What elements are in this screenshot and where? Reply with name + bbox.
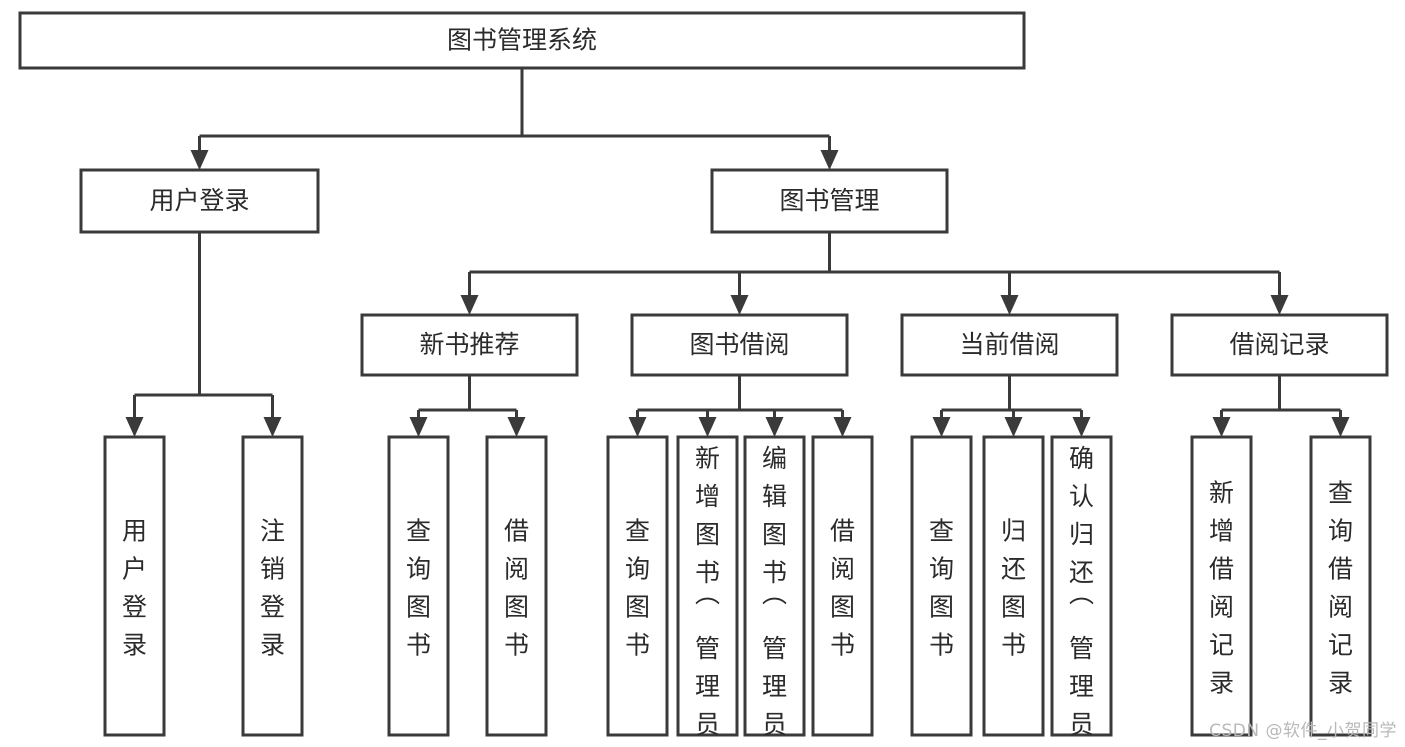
arrow-head-icon-leaf-borrow-book-recommend <box>507 417 526 437</box>
node-label-leaf-borrow-book-recommend: 借阅图书 <box>504 517 529 660</box>
node-leaf-borrow-book[interactable]: 借阅图书 <box>811 435 874 737</box>
csdn-watermark: CSDN @软件_小贺同学 <box>1209 721 1397 741</box>
node-leaf-add-borrow-record[interactable]: 新增借阅记录 <box>1190 435 1253 737</box>
arrow-head-icon-book-borrow <box>730 295 749 315</box>
arrow-head-icon-leaf-add-book-admin <box>698 417 717 437</box>
node-label-user-login: 用户登录 <box>149 186 249 215</box>
node-box-leaf-query-book-current <box>910 435 973 737</box>
node-label-leaf-return-book: 归还图书 <box>1001 517 1026 660</box>
node-borrow-records[interactable]: 借阅记录 <box>1170 313 1389 377</box>
node-label-new-book-recommend: 新书推荐 <box>419 330 519 359</box>
arrow-head-icon-current-borrow <box>1000 295 1019 315</box>
arrow-head-icon-leaf-user-logout <box>263 417 282 437</box>
arrow-head-icon-leaf-confirm-return-admin <box>1072 417 1091 437</box>
arrow-head-icon-leaf-add-borrow-record <box>1212 417 1231 437</box>
arrow-head-icon-leaf-return-book <box>1004 417 1023 437</box>
node-leaf-borrow-book-recommend[interactable]: 借阅图书 <box>485 435 548 737</box>
node-leaf-edit-book-admin[interactable]: 编辑图书⌒管理员⌓ <box>743 435 806 747</box>
node-box-leaf-user-login <box>103 435 166 737</box>
node-box-leaf-confirm-return-admin <box>1050 435 1113 737</box>
node-leaf-confirm-return-admin[interactable]: 确认归还⌒管理员⌓ <box>1050 435 1113 747</box>
nodes-layer: 图书管理系统用户登录图书管理新书推荐图书借阅当前借阅借阅记录用户登录注销登录查询… <box>18 11 1389 747</box>
node-label-book-borrow: 图书借阅 <box>689 330 789 359</box>
node-label-book-management: 图书管理 <box>779 186 879 215</box>
node-box-leaf-user-logout <box>241 435 304 737</box>
node-label-current-borrow: 当前借阅 <box>959 330 1059 359</box>
node-box-leaf-borrow-book-recommend <box>485 435 548 737</box>
arrow-head-icon-leaf-query-borrow-record <box>1331 417 1350 437</box>
node-label-leaf-add-borrow-record: 新增借阅记录 <box>1209 479 1234 698</box>
node-leaf-return-book[interactable]: 归还图书 <box>982 435 1045 737</box>
node-leaf-query-book-current[interactable]: 查询图书 <box>910 435 973 737</box>
connectors-layer <box>125 68 1350 437</box>
node-box-leaf-add-borrow-record <box>1190 435 1253 737</box>
node-box-leaf-query-book-recommend <box>387 435 450 737</box>
node-leaf-query-book-recommend[interactable]: 查询图书 <box>387 435 450 737</box>
arrow-head-icon-leaf-query-book-current <box>932 417 951 437</box>
node-box-leaf-borrow-book <box>811 435 874 737</box>
node-box-leaf-edit-book-admin <box>743 435 806 737</box>
arrow-head-icon-leaf-edit-book-admin <box>765 417 784 437</box>
node-box-leaf-query-borrow-record <box>1309 435 1372 737</box>
arrow-head-icon-borrow-records <box>1270 295 1289 315</box>
node-leaf-query-borrow-record[interactable]: 查询借阅记录 <box>1309 435 1372 737</box>
node-leaf-user-login[interactable]: 用户登录 <box>103 435 166 737</box>
node-book-borrow[interactable]: 图书借阅 <box>630 313 849 377</box>
node-label-leaf-query-book-current: 查询图书 <box>929 517 954 660</box>
node-leaf-add-book-admin[interactable]: 新增图书⌒管理员⌓ <box>676 435 739 747</box>
node-label-leaf-confirm-return-admin: 确认归还⌒管理员⌓ <box>1069 444 1094 747</box>
arrow-head-icon-leaf-borrow-book <box>833 417 852 437</box>
node-box-book-borrow <box>630 313 849 377</box>
arrow-head-icon-leaf-query-book-borrow <box>628 417 647 437</box>
node-user-login[interactable]: 用户登录 <box>79 168 320 234</box>
node-box-book-management <box>710 168 949 234</box>
node-box-root <box>18 11 1026 70</box>
arrow-head-icon-new-book-recommend <box>460 295 479 315</box>
node-label-leaf-query-book-borrow: 查询图书 <box>625 517 650 660</box>
node-new-book-recommend[interactable]: 新书推荐 <box>360 313 579 377</box>
node-box-user-login <box>79 168 320 234</box>
node-book-management[interactable]: 图书管理 <box>710 168 949 234</box>
node-box-leaf-query-book-borrow <box>606 435 669 737</box>
node-label-leaf-query-book-recommend: 查询图书 <box>406 517 431 660</box>
node-box-leaf-add-book-admin <box>676 435 739 737</box>
arrow-head-icon-leaf-user-login <box>125 417 144 437</box>
node-label-leaf-borrow-book: 借阅图书 <box>830 517 855 660</box>
node-leaf-user-logout[interactable]: 注销登录 <box>241 435 304 737</box>
node-label-leaf-add-book-admin: 新增图书⌒管理员⌓ <box>695 444 720 747</box>
node-label-leaf-query-borrow-record: 查询借阅记录 <box>1328 479 1353 698</box>
node-label-leaf-edit-book-admin: 编辑图书⌒管理员⌓ <box>762 444 787 747</box>
node-root[interactable]: 图书管理系统 <box>18 11 1026 70</box>
node-box-leaf-return-book <box>982 435 1045 737</box>
node-label-leaf-user-logout: 注销登录 <box>260 517 285 660</box>
arrow-head-icon-book-management <box>820 150 839 170</box>
node-label-root: 图书管理系统 <box>447 26 597 55</box>
node-box-borrow-records <box>1170 313 1389 377</box>
node-label-borrow-records: 借阅记录 <box>1229 330 1329 359</box>
node-box-current-borrow <box>900 313 1119 377</box>
node-box-new-book-recommend <box>360 313 579 377</box>
node-current-borrow[interactable]: 当前借阅 <box>900 313 1119 377</box>
arrow-head-icon-user-login <box>190 150 209 170</box>
node-leaf-query-book-borrow[interactable]: 查询图书 <box>606 435 669 737</box>
node-label-leaf-user-login: 用户登录 <box>122 517 147 660</box>
arrow-head-icon-leaf-query-book-recommend <box>409 417 428 437</box>
